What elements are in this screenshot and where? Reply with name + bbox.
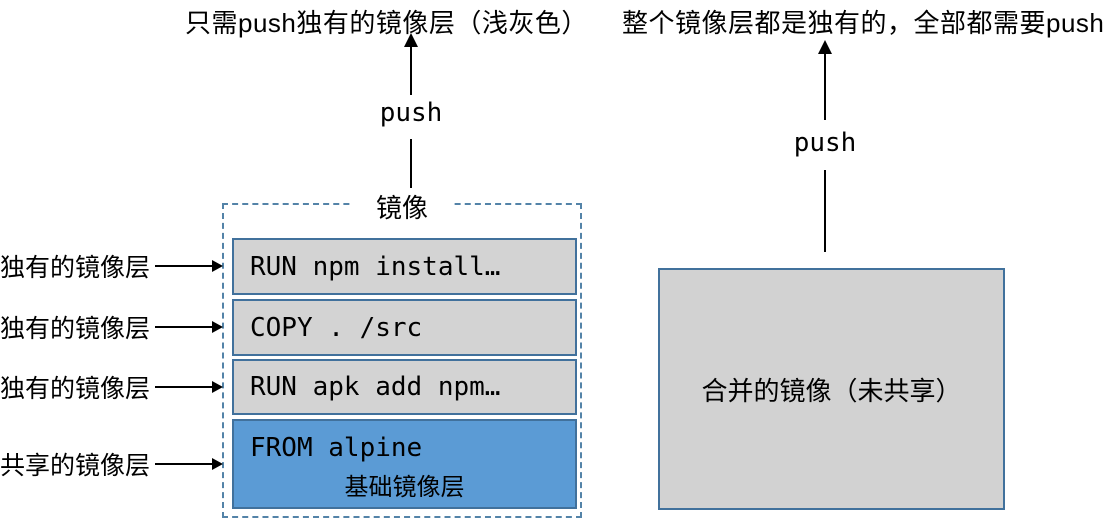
push-label-left: push bbox=[379, 98, 443, 128]
image-box-title: 镜像 bbox=[352, 188, 452, 225]
side-label: 独有的镜像层 bbox=[0, 315, 151, 343]
layer-run-apk-add: RUN apk add npm… bbox=[232, 359, 577, 415]
layer-copy-src: COPY . /src bbox=[232, 299, 577, 356]
caption-left: 只需push独有的镜像层（浅灰色） bbox=[185, 8, 588, 38]
merged-image-box: 合并的镜像（未共享） bbox=[658, 268, 1005, 510]
layer-pointer-3: 独有的镜像层 bbox=[0, 371, 223, 403]
layer-text: RUN apk add npm… bbox=[250, 372, 501, 402]
push-label-right: push bbox=[793, 128, 857, 158]
arrow-line bbox=[155, 463, 212, 465]
arrow-line bbox=[155, 326, 212, 328]
arrow-right-icon bbox=[212, 260, 223, 272]
arrow-shaft bbox=[410, 46, 412, 95]
caption-right: 整个镜像层都是独有的，全部都需要push bbox=[622, 8, 1105, 38]
layer-run-npm-install: RUN npm install… bbox=[232, 238, 577, 295]
arrow-right-icon bbox=[212, 458, 223, 470]
layer-text: COPY . /src bbox=[250, 312, 423, 343]
arrow-line bbox=[155, 265, 212, 267]
arrow-shaft bbox=[824, 170, 826, 252]
side-label: 独有的镜像层 bbox=[0, 375, 151, 403]
layer-pointer-1: 独有的镜像层 bbox=[0, 250, 223, 282]
arrow-up-icon bbox=[404, 33, 418, 47]
side-label: 独有的镜像层 bbox=[0, 254, 151, 282]
arrow-line bbox=[155, 386, 212, 388]
arrow-shaft bbox=[410, 139, 412, 188]
arrow-shaft bbox=[824, 53, 826, 120]
layer-pointer-2: 独有的镜像层 bbox=[0, 311, 223, 343]
layer-pointer-4: 共享的镜像层 bbox=[0, 448, 223, 480]
arrow-up-icon bbox=[818, 40, 832, 54]
arrow-right-icon bbox=[212, 381, 223, 393]
merged-image-label: 合并的镜像（未共享） bbox=[701, 375, 962, 406]
layer-from-alpine: FROM alpine 基础镜像层 bbox=[232, 419, 577, 509]
base-layer-label: 基础镜像层 bbox=[344, 474, 465, 501]
layer-text: FROM alpine bbox=[250, 433, 423, 463]
arrow-right-icon bbox=[212, 321, 223, 333]
side-label: 共享的镜像层 bbox=[0, 452, 151, 480]
layer-text: RUN npm install… bbox=[250, 251, 501, 282]
